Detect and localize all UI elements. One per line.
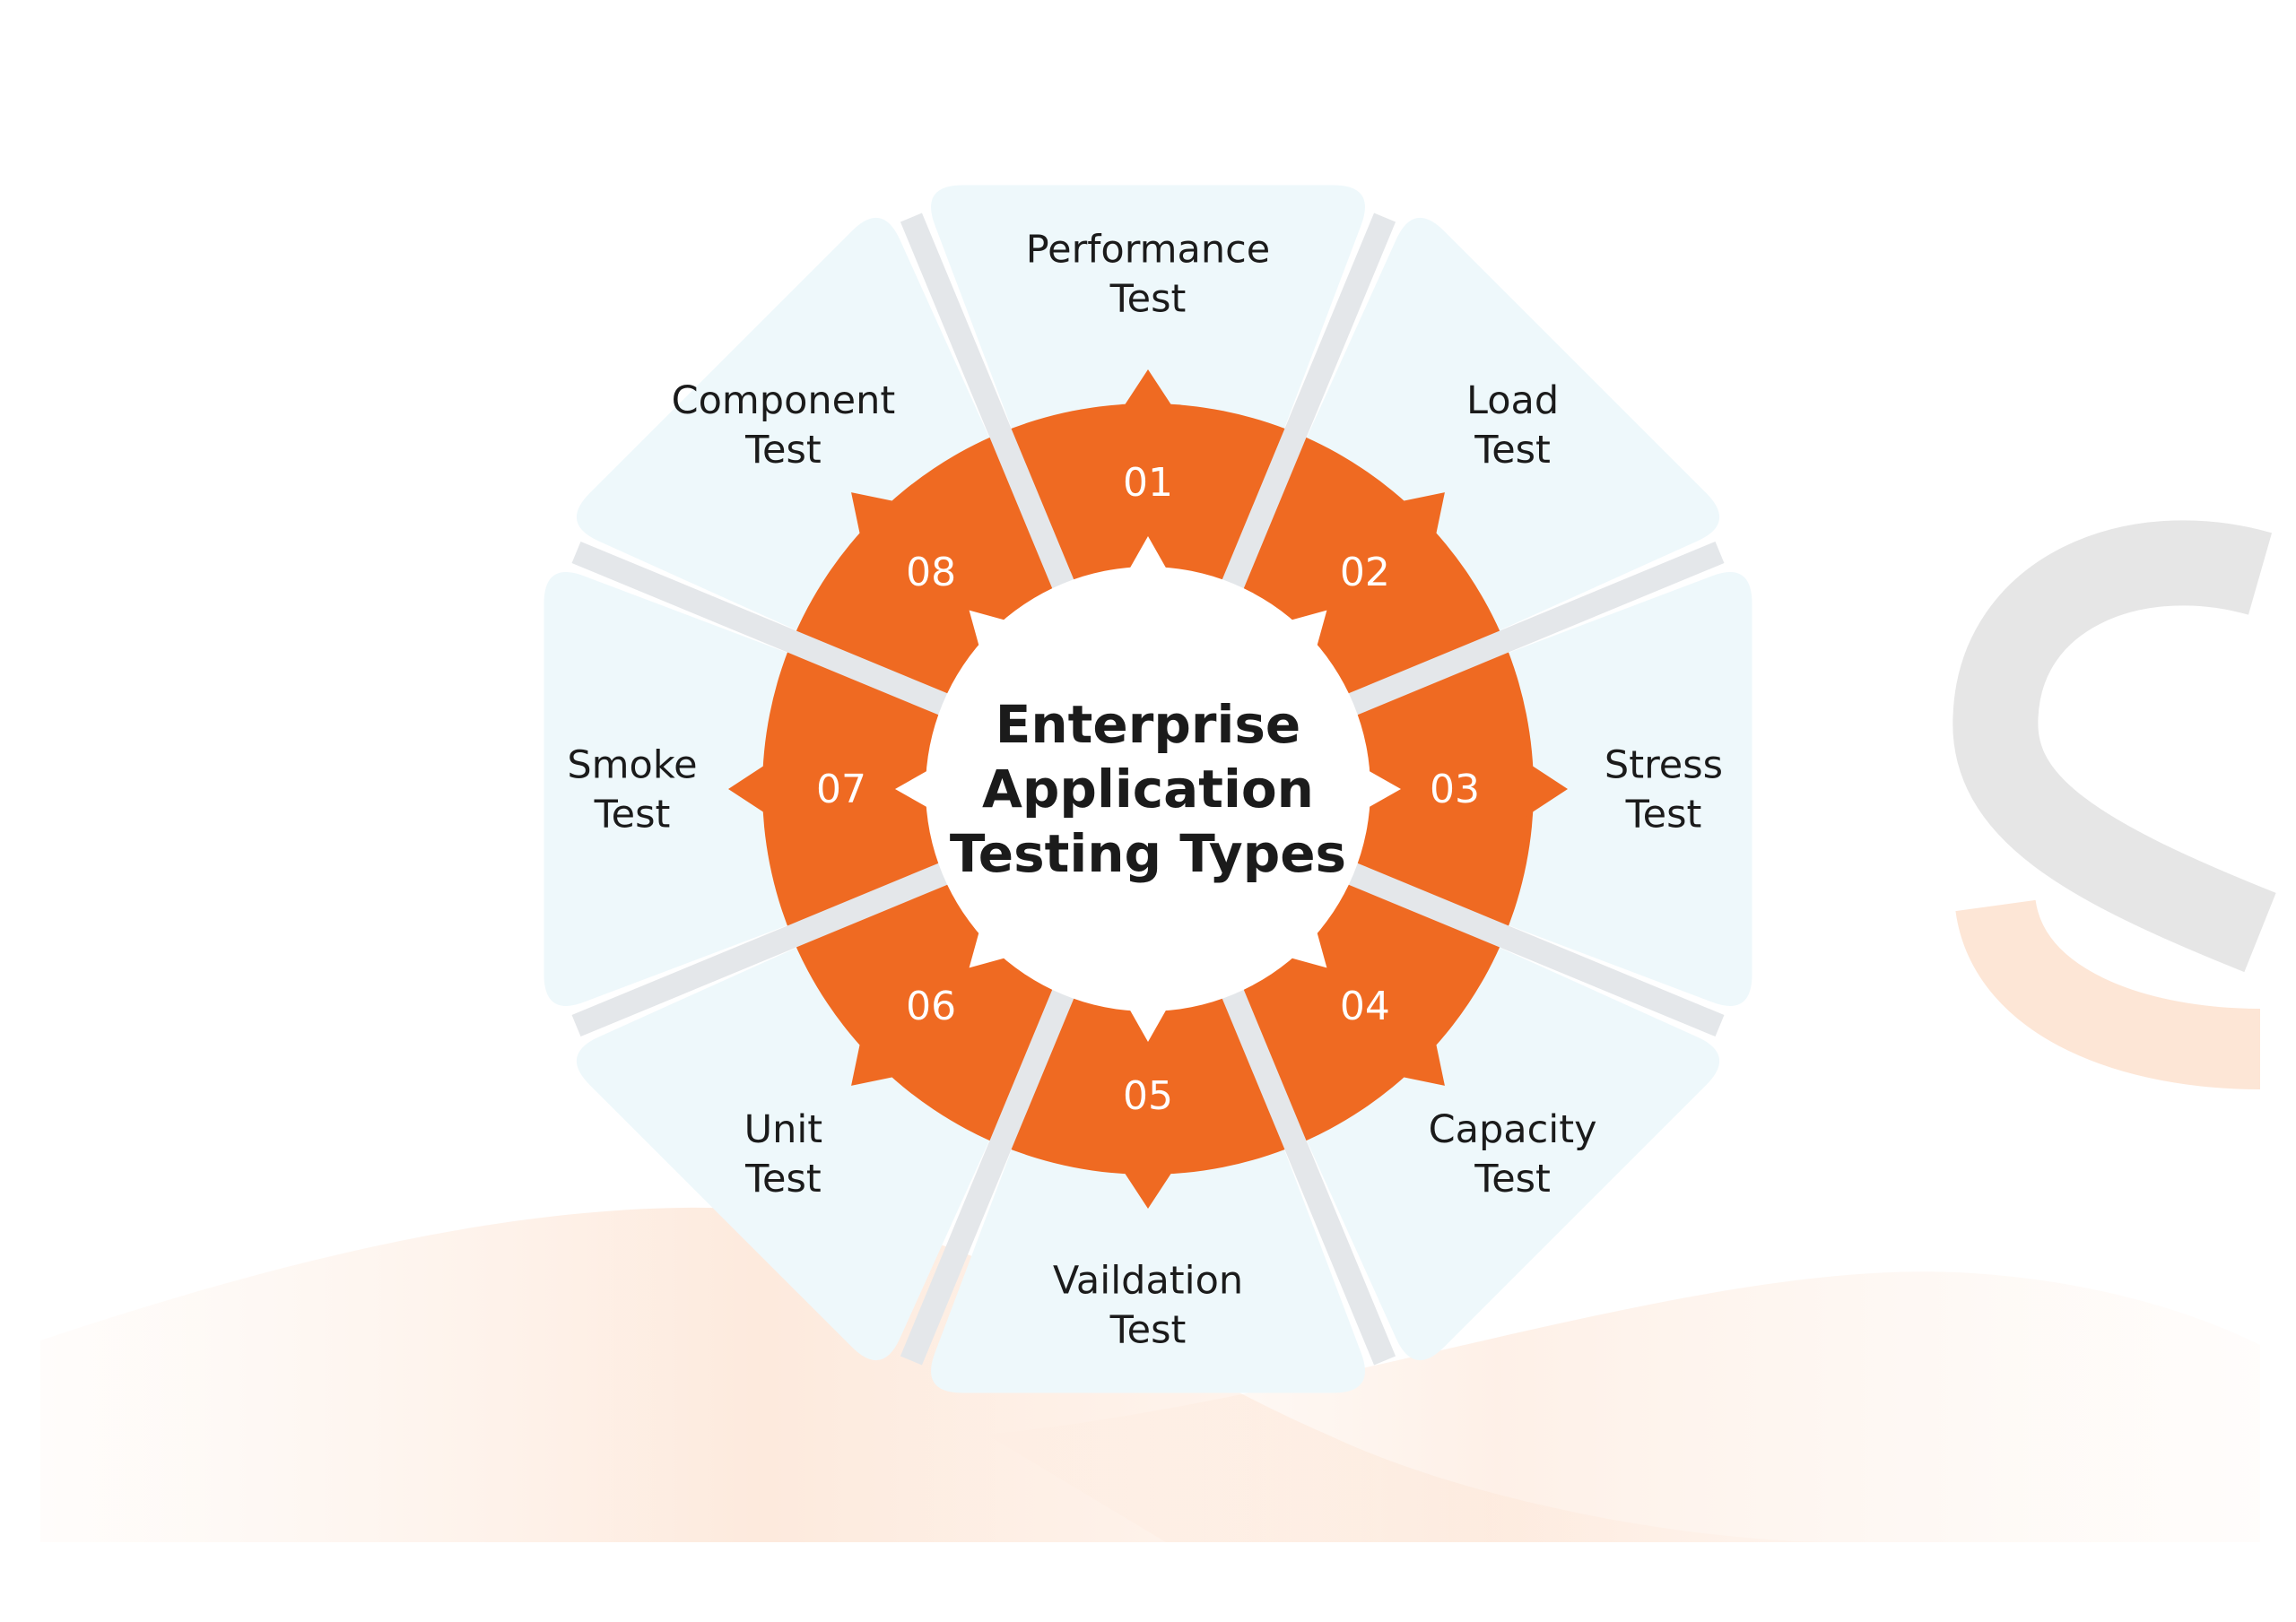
- center-arrow-07: [895, 768, 931, 810]
- segment-label-02: Test: [1474, 428, 1551, 473]
- segment-number-02: 02: [1340, 550, 1390, 595]
- segment-label-07: Test: [594, 793, 671, 837]
- ring-arrow-06: [851, 1036, 901, 1086]
- segment-label-05: Vaildation: [1053, 1259, 1243, 1304]
- center-arrow-08: [969, 610, 1008, 649]
- divider-2: [1340, 541, 1725, 718]
- divider-8: [900, 213, 1077, 597]
- ring-arrow-04: [1395, 1036, 1445, 1086]
- segment-number-06: 06: [906, 984, 956, 1029]
- segment-number-04: 04: [1340, 984, 1390, 1029]
- segment-label-01: Test: [1109, 277, 1187, 322]
- segment-dividers: [571, 213, 1725, 1366]
- ring-arrow-05: [1120, 1166, 1176, 1209]
- divider-1: [1219, 213, 1396, 597]
- ring-arrow-08: [851, 492, 901, 542]
- segment-number-08: 08: [906, 550, 956, 595]
- center-title-line: Enterprise: [996, 694, 1300, 755]
- segment-label-08: Component: [672, 378, 896, 423]
- center-arrow-01: [1127, 536, 1169, 572]
- segment-label-06: Test: [744, 1157, 822, 1201]
- ring-arrow-01: [1120, 369, 1176, 412]
- center-title-line: Testing Types: [950, 823, 1346, 884]
- divider-6: [571, 860, 956, 1037]
- segment-number-07: 07: [816, 767, 866, 812]
- segment-label-08: Test: [744, 428, 822, 473]
- center-circle: [926, 567, 1370, 1011]
- center-arrow-06: [969, 929, 1008, 968]
- center-arrow-03: [1365, 768, 1401, 810]
- center-arrow-05: [1127, 1006, 1169, 1042]
- segment-label-03: Test: [1625, 793, 1702, 837]
- segment-labels: 01PerformanceTest02LoadTest03StressTest0…: [567, 228, 1723, 1353]
- divider-4: [1219, 981, 1396, 1366]
- brand-logo-watermark: [1952, 520, 2276, 1089]
- segment-label-06: Unit: [744, 1107, 823, 1152]
- segment-label-03: Stress: [1605, 743, 1723, 788]
- center-arrow-02: [1288, 610, 1327, 649]
- watermark-arc-orange: [1955, 898, 2261, 1089]
- segment-number-01: 01: [1123, 460, 1173, 506]
- segment-label-04: Capacity: [1429, 1107, 1597, 1152]
- segment-label-01: Performance: [1026, 228, 1271, 273]
- center-title-line: Application: [982, 759, 1314, 820]
- ring-arrow-03: [1525, 761, 1568, 817]
- divider-7: [571, 541, 956, 718]
- segment-label-04: Test: [1474, 1157, 1551, 1201]
- watermark-arc-gray: [1952, 520, 2276, 973]
- segment-label-02: Load: [1466, 378, 1559, 423]
- divider-3: [1340, 860, 1725, 1037]
- ring-arrow-02: [1395, 492, 1445, 542]
- segment-label-05: Test: [1109, 1308, 1187, 1353]
- ring-arrow-07: [728, 761, 771, 817]
- segment-label-07: Smoke: [567, 743, 697, 788]
- divider-5: [900, 981, 1077, 1366]
- center-arrow-04: [1288, 929, 1327, 968]
- segment-number-05: 05: [1123, 1073, 1173, 1119]
- segment-number-03: 03: [1430, 767, 1480, 812]
